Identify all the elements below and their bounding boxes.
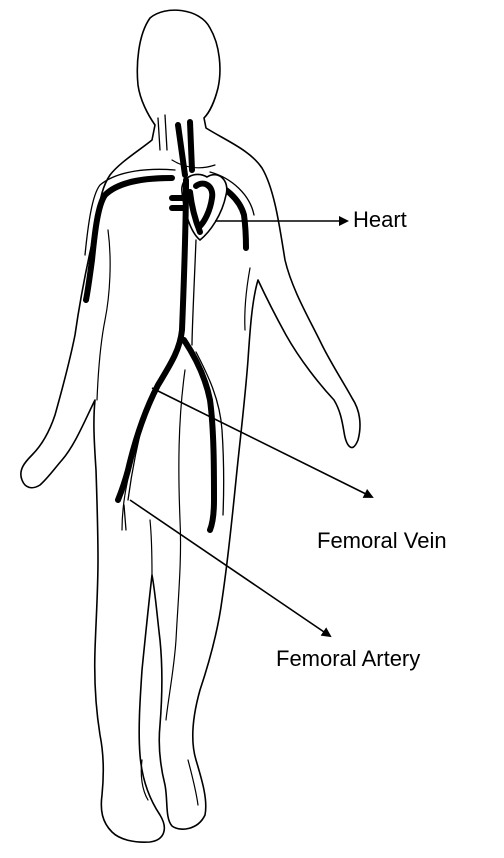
femoral-vein-label: Femoral Vein (317, 530, 447, 552)
heart-label: Heart (353, 209, 407, 231)
femoral-artery-label: Femoral Artery (276, 648, 420, 670)
